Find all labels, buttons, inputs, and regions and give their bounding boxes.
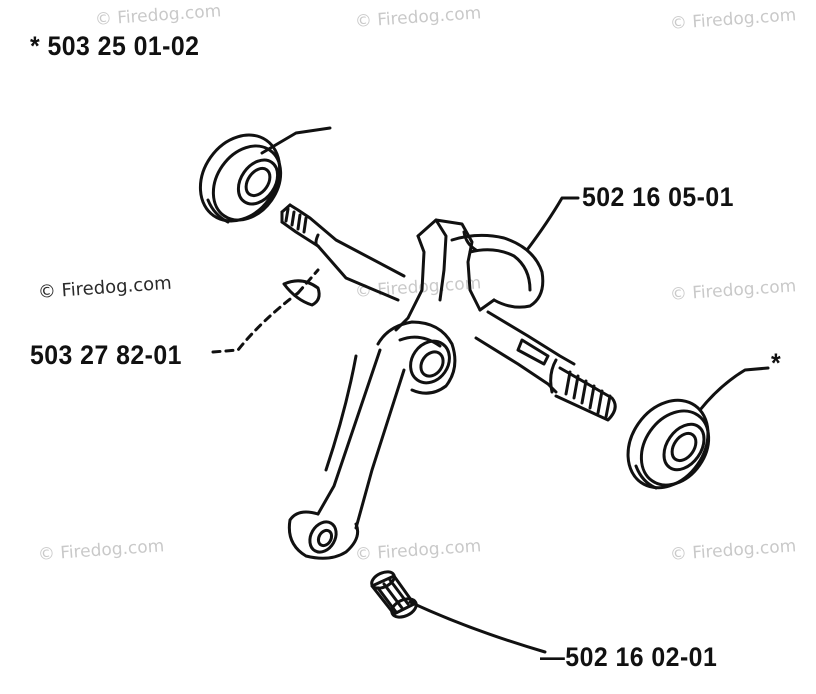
crankshaft-part-number: 502 16 05-01 [582, 182, 734, 212]
crank-webs [394, 218, 545, 332]
needle-bearing-part-number: —502 16 02-01 [540, 642, 718, 672]
leader-line-key [211, 291, 300, 354]
crankshaft-left-shaft [280, 203, 406, 302]
needle-bearing [370, 570, 418, 619]
leader-line-left-bearing [260, 126, 332, 155]
leader-line-crankshaft [525, 196, 580, 252]
key-part-number: 503 27 82-01 [30, 340, 182, 370]
crankshaft-right-shaft [474, 310, 617, 422]
right-ball-bearing [626, 398, 711, 490]
leader-line-needle-bearing [408, 600, 547, 654]
kit-part-number: * 503 25 01-02 [30, 31, 200, 61]
woodruff-key [282, 279, 321, 307]
leader-line-right-bearing [698, 366, 770, 412]
right-bearing-asterisk: * [771, 348, 782, 378]
left-ball-bearing [198, 133, 283, 224]
connecting-rod [287, 320, 457, 560]
